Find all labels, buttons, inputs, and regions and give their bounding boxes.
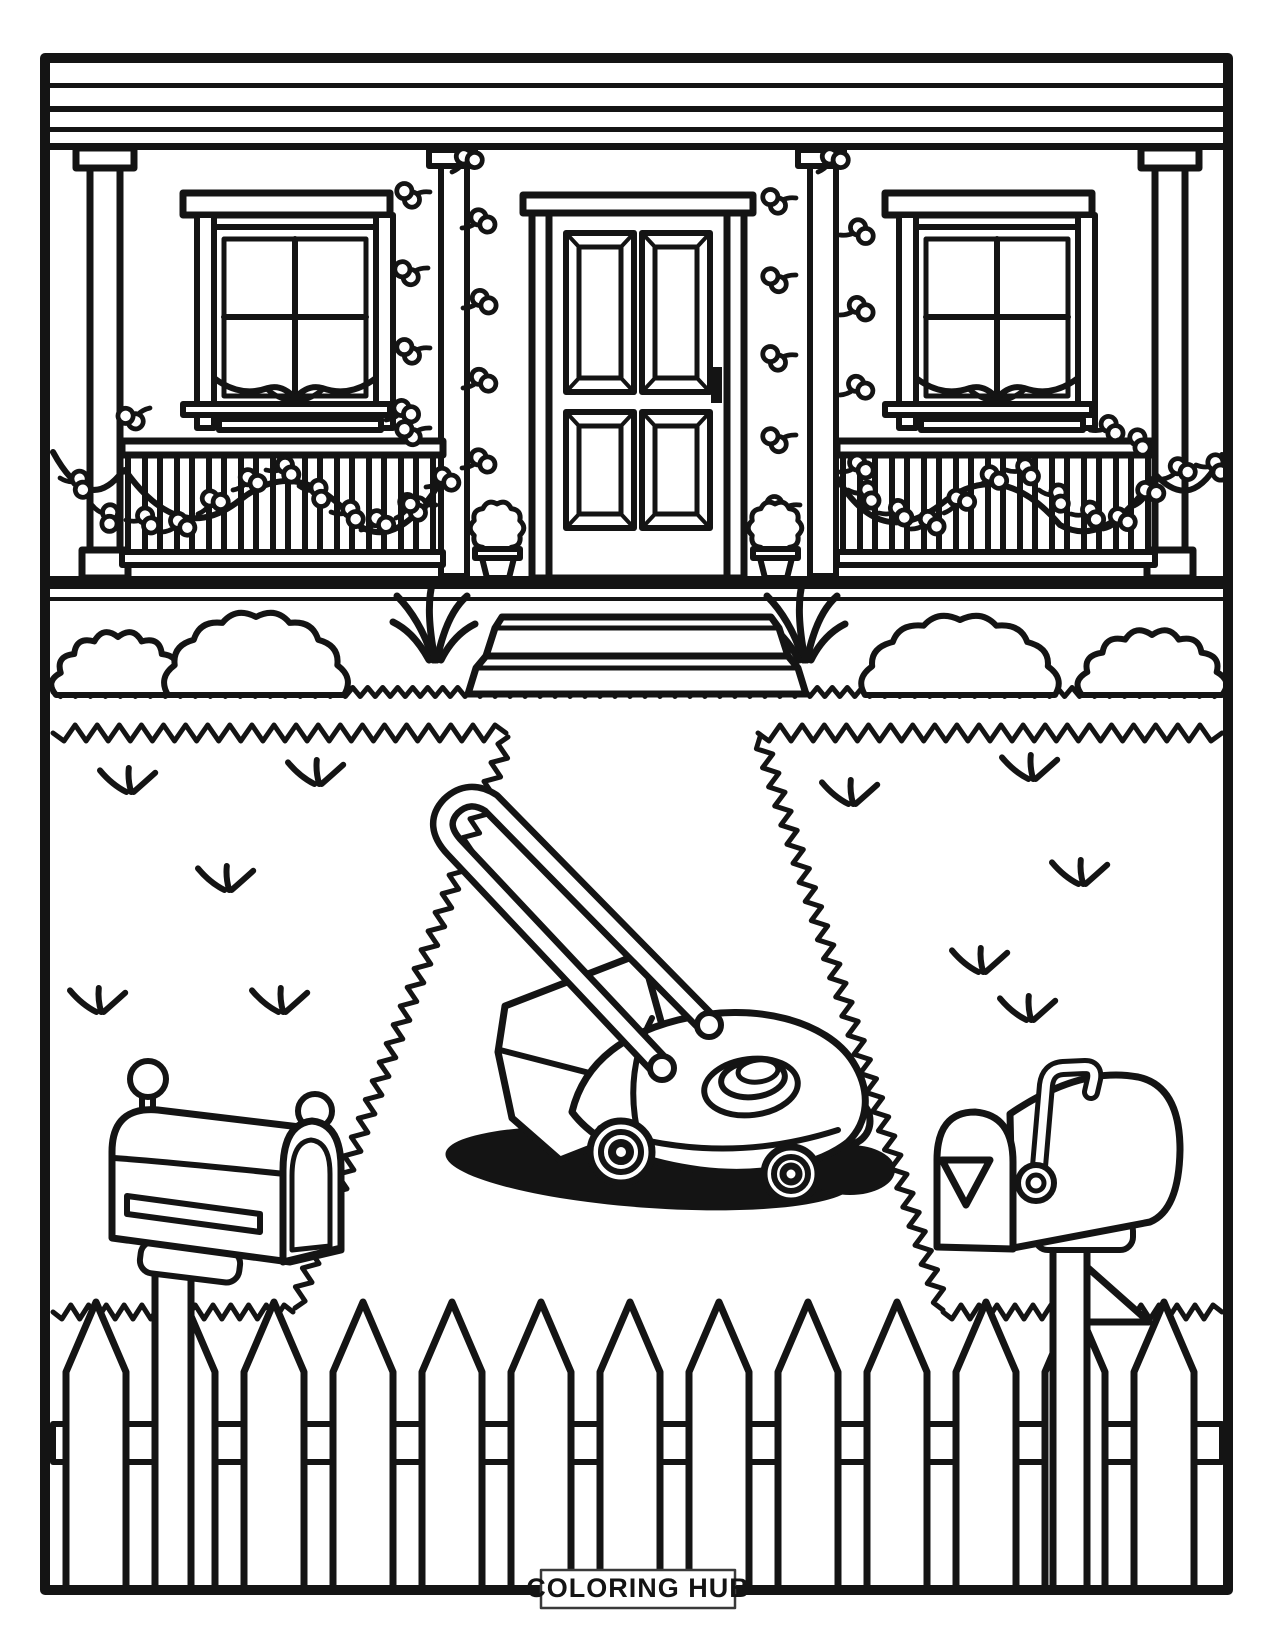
leaf-cluster: [840, 220, 873, 244]
grass-tuft: [252, 988, 307, 1012]
potted-plants: [467, 499, 805, 581]
baluster: [157, 452, 180, 555]
fence-picket: [863, 1298, 931, 1593]
porch-steps: [464, 613, 810, 698]
roof-fascia: [50, 83, 1223, 150]
fence-picket: [596, 1298, 664, 1593]
grass-tuft: [100, 768, 155, 792]
grass-clump-left: [393, 580, 475, 660]
fence-picket: [62, 1298, 130, 1593]
leaf-cluster: [394, 259, 429, 286]
fence-picket: [774, 1298, 842, 1593]
bush: [161, 609, 351, 698]
fence-picket: [1130, 1298, 1198, 1593]
fence-picket: [329, 1298, 397, 1593]
door-panels: [563, 230, 713, 531]
door-handle: [711, 367, 722, 403]
bushes: [48, 609, 1230, 698]
leaf-cluster: [837, 373, 874, 403]
fence-picket: [240, 1298, 308, 1593]
grass-tuft: [952, 948, 1007, 972]
picket-fence: [50, 1298, 1225, 1593]
string-lights-garland: [50, 142, 1232, 540]
leaf-cluster: [762, 266, 797, 293]
right-window: [885, 193, 1095, 430]
fence-picket: [685, 1298, 753, 1593]
leaf-cluster: [763, 189, 796, 213]
left-window: [179, 189, 396, 433]
grass-tuft: [198, 866, 253, 890]
grass-zigzag: [755, 722, 1225, 744]
front-triangle: [938, 1156, 994, 1209]
engine-cover: [701, 1055, 801, 1119]
mower-handle: [430, 783, 724, 1083]
grass-tuft: [1052, 860, 1107, 884]
grass-zigzag: [753, 734, 947, 1313]
fence-picket: [952, 1298, 1020, 1593]
vine-posts: [426, 147, 847, 579]
house-porch: [48, 83, 1232, 698]
fence-picket: [507, 1298, 575, 1593]
grass-zigzag: [50, 722, 509, 744]
mailbox-body: [1006, 1071, 1184, 1252]
mailbox-post: [1049, 1236, 1091, 1593]
baluster: [125, 452, 148, 555]
badge-label: COLORING HUB: [526, 1573, 750, 1603]
grass-tuft: [1000, 996, 1055, 1020]
baluster: [1096, 452, 1119, 555]
grass-tuft: [1002, 755, 1057, 779]
mailbox-flag: [1015, 1058, 1104, 1204]
mail-slot: [124, 1193, 263, 1235]
bush: [858, 612, 1062, 698]
mailbox-with-flag-up: [933, 1058, 1184, 1593]
leaf-cluster: [397, 183, 430, 207]
porch-floor: [50, 576, 1223, 601]
fence-picket: [418, 1298, 486, 1593]
front-door: [519, 191, 757, 582]
mailbox-post: [151, 1268, 195, 1593]
curtain-valance: [211, 375, 379, 401]
bush: [1074, 627, 1230, 698]
leaf-cluster: [763, 346, 796, 370]
leaf-cluster: [762, 426, 797, 453]
grass-tuft: [288, 760, 343, 784]
grass-tuft: [70, 988, 125, 1012]
mailbox-closed: [108, 1058, 345, 1593]
leaf-cluster: [838, 295, 874, 323]
push-lawn-mower: [430, 783, 895, 1211]
grass-tuft: [822, 780, 877, 804]
baluster: [904, 452, 927, 555]
coloring-hub-badge: COLORING HUB: [526, 1568, 750, 1610]
mower-wheels: [586, 1117, 822, 1205]
post-brace: [1083, 1263, 1153, 1326]
leaf-cluster: [397, 339, 430, 363]
